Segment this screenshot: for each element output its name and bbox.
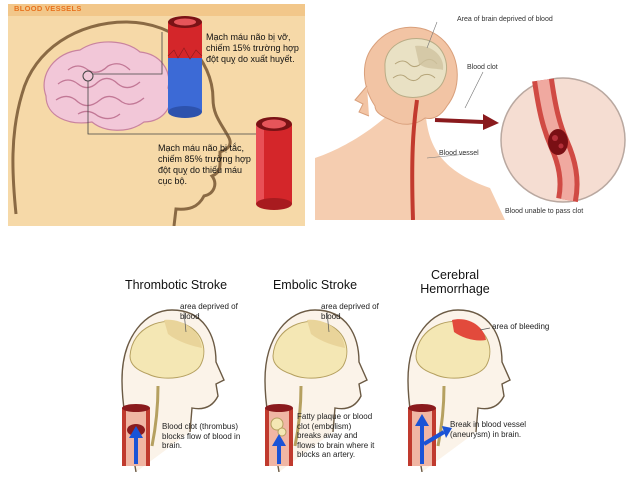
blocked-vessel-note: Mạch máu não bị tắc, chiếm 85% trường hợ… [158,143,251,186]
blood-clot-illustration [315,21,626,221]
embolic-stroke-figure: Embolic Stroke area deprived of blood Fa… [255,272,395,472]
embolic-caption: Fatty plaque or blood clot (embolism) br… [297,412,375,459]
thrombotic-title: Thrombotic Stroke [124,278,228,292]
label-blood-unable: Blood unable to pass clot [505,208,584,215]
panel-header: BLOOD VESSELS [14,4,82,13]
hemorrhage-caption: Break in blood vessel (aneurysm) in brai… [450,420,527,439]
cerebral-hemorrhage-figure: Cerebral Hemorrhage area of bleeding Bre… [398,264,549,472]
blood-vessels-panel: BLOOD VESSELS Mạch máu não bị vỡ, chiếm … [8,4,305,227]
hemorrhage-title: Cerebral Hemorrhage [420,268,490,296]
embolic-area-label: area deprived of blood [321,302,379,321]
label-area-deprived: Area of brain deprived of blood [457,16,553,23]
label-blood-clot: Blood clot [467,64,498,71]
thrombotic-caption: Blood clot (thrombus) blocks flow of blo… [162,422,241,450]
embolic-title: Embolic Stroke [272,278,358,292]
ruptured-vessel-note: Mạch máu não bị vỡ, chiếm 15% trường hợp… [206,32,299,64]
hemorrhage-illustration [407,309,511,472]
thrombotic-illustration [121,309,225,472]
hemorrhage-area-label: area of bleeding [492,322,550,331]
blood-vessels-illustration [8,4,305,227]
thrombotic-area-label: area deprived of blood [180,302,238,321]
embolic-illustration [264,309,368,472]
thrombotic-stroke-figure: Thrombotic Stroke area deprived of blood… [112,272,252,472]
blood-clot-panel: Area of brain deprived of blood Blood cl… [315,8,633,221]
label-blood-vessel: Blood vessel [439,150,479,157]
